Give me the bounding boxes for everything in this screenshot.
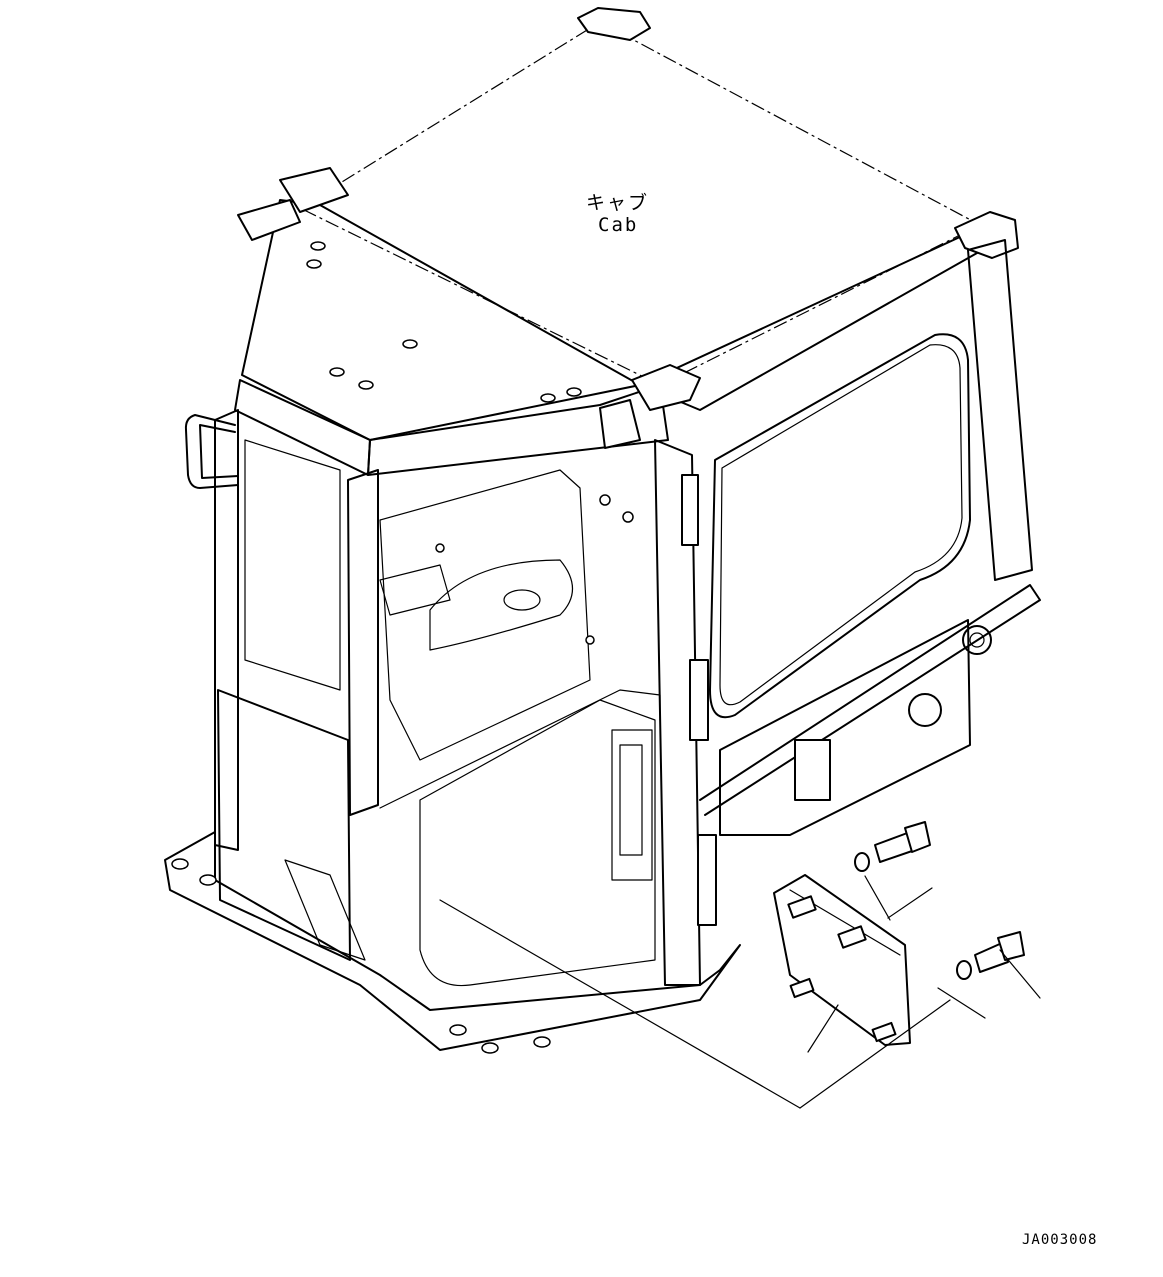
figure-code: JA003008 — [1022, 1232, 1098, 1248]
leader-lines — [439, 875, 1041, 1109]
cab-frame-pillars — [184, 239, 1041, 986]
roof-corner-bracket-top — [577, 7, 651, 41]
cab-label-japanese: キャブ — [586, 192, 650, 214]
roof-bolt-holes — [306, 241, 582, 403]
grab-handle — [184, 414, 239, 489]
washer-upper — [854, 852, 870, 872]
bolt-upper — [874, 821, 931, 863]
roof-corner-bracket-front-left — [237, 167, 349, 241]
cab-floor-base — [164, 831, 741, 1054]
roof-corner-bracket-front-right — [599, 364, 701, 449]
cab-interior — [379, 469, 661, 987]
roof-corner-bracket-right — [954, 211, 1019, 259]
bolt-lower — [974, 931, 1025, 973]
pillar-mount-brackets — [681, 474, 831, 926]
cab-label-english: Cab — [598, 214, 639, 236]
cab-roof — [234, 7, 1019, 476]
cover-plate — [773, 874, 911, 1046]
washer-lower — [956, 960, 972, 980]
